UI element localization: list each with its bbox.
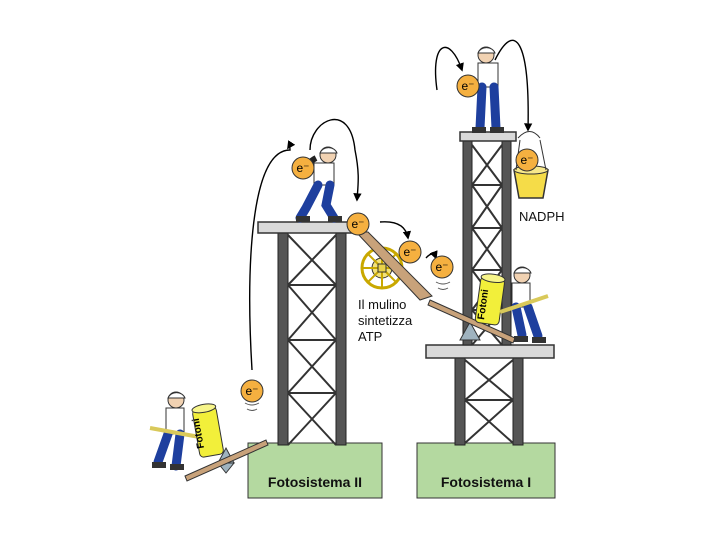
electron-motion-marks: [245, 282, 450, 411]
electron-label: e⁻: [296, 161, 309, 175]
atp-mill-label-line1: Il mulino: [358, 297, 412, 313]
electron-label: e⁻: [435, 260, 448, 274]
atp-mill-label-line2: sintetizza: [358, 313, 412, 329]
nadph-label: NADPH: [519, 209, 565, 224]
photosystem-2-label: Fotosistema II: [248, 474, 382, 490]
electron-label: e⁻: [403, 245, 416, 259]
electron-label: e⁻: [520, 153, 533, 167]
atp-mill-label: Il mulino sintetizza ATP: [358, 297, 412, 345]
electron-label: e⁻: [351, 217, 364, 231]
photosystem-1-label: Fotosistema I: [417, 474, 555, 490]
electron-label: e⁻: [461, 79, 474, 93]
atp-mill-label-line3: ATP: [358, 329, 412, 345]
electron-label: e⁻: [245, 384, 258, 398]
electron-chute: [356, 232, 432, 300]
